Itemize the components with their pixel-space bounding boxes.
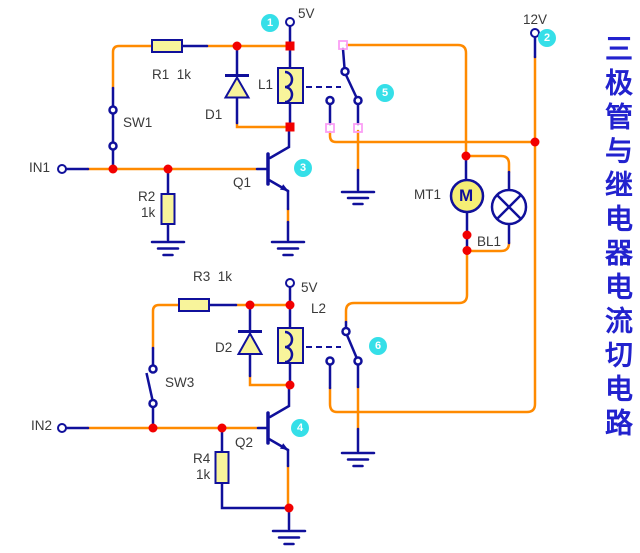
terminal-in1 [57, 164, 67, 174]
marker-2: 2 [538, 29, 556, 47]
diode-d2 [236, 330, 264, 355]
marker-3: 3 [294, 159, 312, 177]
port-highlight-squares [325, 40, 363, 133]
relay-coil-l1 [277, 67, 304, 104]
switch-sw3 [145, 364, 158, 409]
ground-symbols [150, 190, 376, 546]
label-l2: L2 [311, 301, 327, 316]
label-in2: IN2 [31, 418, 53, 433]
label-q1: Q1 [233, 175, 252, 190]
terminal-5v-top [285, 17, 295, 27]
resistor-r4 [214, 451, 230, 484]
ground-relay2 [340, 451, 376, 468]
marker-5: 5 [376, 84, 394, 102]
relay-link-dashes [306, 86, 341, 348]
label-5v-mid: 5V [301, 280, 318, 295]
ground-q2 [271, 529, 307, 546]
marker-1: 1 [261, 14, 279, 32]
label-sw1: SW1 [123, 115, 153, 130]
label-d1: D1 [205, 107, 223, 122]
relay-contacts-2 [325, 326, 363, 366]
label-mt1: MT1 [414, 187, 441, 202]
motor-m-glyph: M [459, 186, 474, 205]
ground-q1 [270, 240, 306, 257]
resistors [151, 39, 230, 484]
motor-mt1 [449, 178, 485, 214]
diode-d1 [223, 74, 251, 99]
power-wires [86, 43, 537, 507]
junction-dots [108, 41, 540, 513]
marker-4: 4 [291, 419, 309, 437]
label-r2-name: R2 [138, 189, 156, 204]
ground-r2 [150, 240, 186, 257]
transistor-q1 [266, 129, 291, 193]
label-5v-top: 5V [298, 6, 315, 21]
lamp-bl1 [490, 188, 528, 226]
resistor-r2 [160, 193, 176, 225]
label-bl1: BL1 [477, 234, 502, 249]
signal-wires [64, 24, 537, 531]
label-q2: Q2 [235, 435, 254, 450]
transistor-q2 [266, 386, 291, 452]
resistor-r1 [151, 39, 183, 53]
label-r3: R3 1k [193, 269, 233, 284]
label-in1: IN1 [29, 160, 51, 175]
label-r1: R1 1k [152, 67, 192, 82]
junction-squares [285, 41, 295, 132]
terminal-in2 [57, 423, 67, 433]
label-12v: 12V [523, 12, 548, 27]
label-sw3: SW3 [165, 375, 195, 390]
terminal-5v-mid [285, 278, 295, 288]
marker-6: 6 [369, 337, 387, 355]
label-r4-name: R4 [193, 451, 211, 466]
label-r4-val: 1k [196, 467, 211, 482]
resistor-r3 [178, 298, 210, 312]
circuit-title: 三极管与继电器电流切电路 [601, 34, 634, 442]
label-r2-val: 1k [141, 205, 156, 220]
relay-coil-l2 [277, 327, 304, 364]
relay-contacts-1 [325, 66, 363, 106]
switch-sw1 [108, 105, 118, 151]
label-d2: D2 [215, 340, 233, 355]
ground-relay1 [340, 190, 376, 206]
label-l1: L1 [258, 77, 274, 92]
